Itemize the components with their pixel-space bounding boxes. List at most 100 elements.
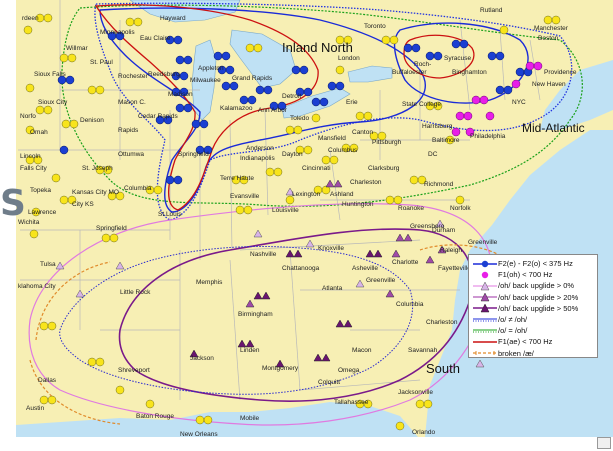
place-label: Rochester [118,73,148,80]
legend-row: broken /æ/ [472,348,594,359]
place-label: Mason C. [118,99,146,106]
orange-dashed-line-icon [473,351,497,356]
place-label: Ottumwa [118,151,144,158]
magenta-dots [451,61,543,137]
place-label: Kansas City MO [72,189,119,196]
place-label: Colquitt [318,379,340,386]
place-label: Rutland [480,7,503,14]
place-label: Toronto [364,23,386,30]
legend-label: F2(e) - F2(o) < 375 Hz [498,259,573,269]
place-label: NYC [512,99,526,106]
place-label: Canton [352,129,373,136]
place-label: Austin [26,405,44,412]
place-label: Harrisburg [422,123,453,130]
place-label: Greensboro [410,223,445,230]
place-label: Dallas [38,377,57,384]
place-label: Jackson [190,355,214,362]
lake-huron [229,29,297,89]
place-label: Savannah [408,347,438,354]
legend-row: /oh/ back upglide > 0% [472,280,594,291]
green-hatched-line-icon [473,329,497,333]
light-triangle-icon [473,281,497,291]
atlantic-northeast [540,60,613,130]
place-label: Minneapolis [100,29,135,36]
place-label: Manchester [534,25,569,32]
map-legend: F2(e) - F2(o) < 375 Hz F1(oh) < 700 Hz /… [468,254,598,358]
place-label: Hayward [160,15,186,22]
place-label: Atlanta [322,285,343,292]
legend-label: F1(oh) < 700 Hz [498,270,553,280]
legend-label: /oh/ back upglide > 50% [498,303,579,313]
bottom-strip [0,437,613,451]
place-label: Willmar [66,45,88,52]
magenta-dot-icon [481,271,489,278]
place-label: Omega [338,367,360,374]
place-label: Pittsburgh [372,139,402,146]
blue-line-dot-icon [473,260,497,267]
place-label: Cedar Rapids [138,113,178,120]
place-label: Kalamazoo [220,105,253,112]
place-label: rdeen [22,15,39,22]
place-label: Asheville [352,265,378,272]
place-label: Raleigh [440,247,462,254]
place-label: Roch- [414,61,431,68]
blue-dots [57,31,533,185]
place-label: Clarksburg [368,165,400,172]
place-label: Shreveport [118,367,150,374]
place-label: Columbia [396,301,424,308]
blue-hatched-line-icon [473,318,497,322]
lake-ontario [347,65,393,83]
place-label: Rapids [118,127,139,134]
place-label: New Haven [532,81,566,88]
place-label: Eau Claire [140,35,171,42]
place-label: Greenville [366,277,396,284]
place-label: Springfield [178,151,209,158]
legend-row: F1(oh) < 700 Hz [472,269,594,280]
legend-row: /oh/ back upglide > 20% [472,292,594,303]
place-label: Mobile [240,415,260,422]
place-label: Columbus [328,147,358,154]
place-label: Little Rock [120,289,151,296]
place-label: New Orleans [180,431,218,438]
region-label-mid-atlantic: Mid-Atlantic [522,121,585,135]
place-label: Evansville [230,193,260,200]
place-label: Mansfield [318,135,346,142]
place-label: Baltimore [432,137,460,144]
legend-row: F2(e) - F2(o) < 375 Hz [472,258,594,269]
place-label: St.Louis [158,211,182,218]
legend-label: /oh/ back upglide > 20% [498,292,579,302]
place-label: Springfield [96,225,127,232]
place-label: Norfo [20,113,36,120]
place-label: Omah [30,129,48,136]
place-label: Grand Rapids [232,75,273,82]
place-label: Dayton [282,151,303,158]
legend-label: /o/ = /oh/ [498,326,528,336]
triangles-mid [245,179,447,308]
place-label: Indianapolis [240,155,275,162]
place-label: Philadelphia [470,133,506,140]
place-label: City KS [72,201,94,208]
legend-label: /oh/ back upglide > 0% [498,281,575,291]
triangles-light [55,187,485,368]
place-label: Tallahassee [334,399,369,406]
place-label: Nashville [250,251,277,258]
place-label: Charlotte [392,259,419,266]
legend-row: /oh/ back upglide > 50% [472,303,594,314]
mid-triangle-icon [473,292,497,302]
gulf-of-mexico [16,402,418,437]
place-label: DC [428,151,438,158]
place-label: Terre Haute [220,175,254,182]
yellow-dots [23,13,561,431]
place-label: Lincoln [20,153,41,160]
place-label: Detroit [282,93,301,100]
resize-handle[interactable] [597,437,611,449]
place-label: Syracuse [444,55,471,62]
place-label: Binghamton [452,69,487,76]
place-label: Erie [346,99,358,106]
place-labels: rdeen Hayward Minneapolis Eau Claire Wil… [18,7,577,438]
place-label: State College [402,101,441,108]
legend-row: /o/ ≠ /oh/ [472,314,594,325]
place-label: Baton Rouge [136,413,174,420]
